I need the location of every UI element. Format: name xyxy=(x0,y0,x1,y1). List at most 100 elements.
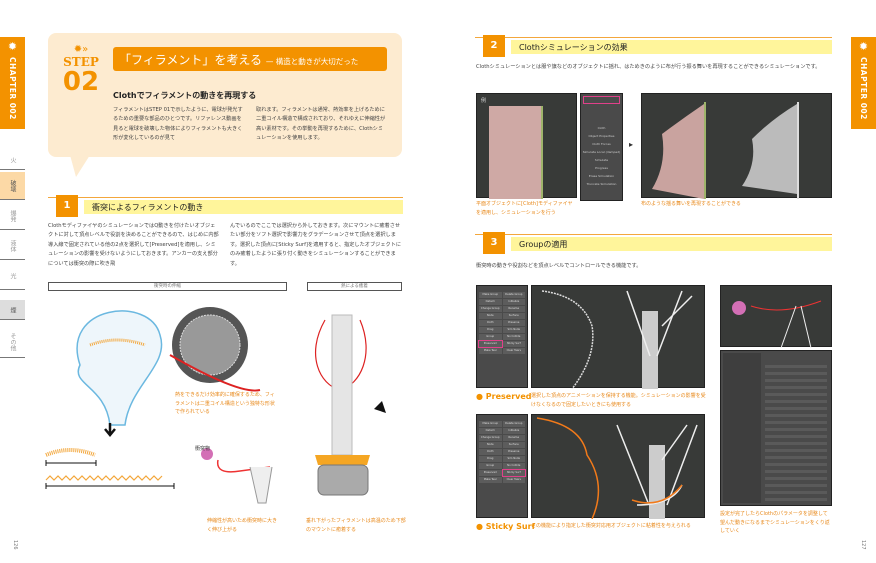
note-stick: 垂れ下がったフィラメントは高温のため下部のマウントに癒着する xyxy=(306,518,406,533)
caption-apply-cloth: 平面オブジェクトに[Cloth]モディファイヤを適用し、シミュレーションを行う xyxy=(476,201,573,216)
chapter-tab-right: ✹ CHAPTER 002 xyxy=(851,37,876,129)
caption-collision: 衝突時の伸縮 xyxy=(48,282,287,291)
group-button[interactable]: Node xyxy=(479,442,502,448)
side-tab-light[interactable]: 光 xyxy=(0,262,25,290)
group-button[interactable]: Cloth xyxy=(479,449,502,455)
side-tab-destruction[interactable]: 破壊 xyxy=(0,172,25,200)
side-tab-fire[interactable]: 火 xyxy=(0,150,25,170)
note-coil: 熱をできるだけ効率的に確保するため、フィラメントは二重コイル構造という独特な形状… xyxy=(175,392,275,415)
gear-icon: ✹ xyxy=(858,40,869,53)
sticky-surf-desc: この機能により指定した衝突対応用オブジェクトに粘着性を与えられる xyxy=(531,523,691,529)
group-button[interactable]: Surface xyxy=(502,442,525,448)
group-button[interactable]: Node xyxy=(479,313,502,319)
collider-label: 衝突物 xyxy=(195,446,211,452)
group-button[interactable]: Preserved xyxy=(478,340,503,348)
panel-item[interactable]: Cloth xyxy=(597,126,606,130)
viewport-preserved xyxy=(531,285,705,390)
filament-illustrations xyxy=(45,307,386,504)
note-stretch: 伸縮性が高いため衝突時に大きく伸び上がる xyxy=(207,518,278,533)
intro-col1: フィラメントはSTEP 01で示したように、電球が発光するための重要な部品のひと… xyxy=(113,107,243,142)
step-title: 「フィラメント」を考える — 構造と動きが大切だった xyxy=(113,47,387,71)
group-button[interactable]: Make Tear xyxy=(479,348,502,354)
group-button[interactable]: Clear Tears xyxy=(502,477,525,483)
group-button[interactable]: Sim Node xyxy=(502,456,525,462)
group-button[interactable]: Sim Node xyxy=(502,327,525,333)
group-button[interactable]: No Collide xyxy=(502,334,525,340)
group-button[interactable]: Clear Tears xyxy=(502,348,525,354)
group-button[interactable]: Initialize xyxy=(502,428,525,434)
group-button[interactable]: Drag xyxy=(479,456,502,462)
gear-icon: ✹ xyxy=(7,40,18,53)
bullet-icon: ● xyxy=(476,522,483,531)
section1-col2: んでいるのでここでは選択から外しておきます。次にマウントに癒着させたい部分をソフ… xyxy=(230,223,402,267)
group-button[interactable]: Rename xyxy=(502,435,525,441)
group-button[interactable]: Make Group xyxy=(479,421,502,427)
group-button[interactable]: Initialize xyxy=(502,299,525,305)
panel-item[interactable]: Progress xyxy=(595,166,608,170)
group-button[interactable]: Sticky Surf xyxy=(501,469,526,477)
group-button[interactable]: Detach xyxy=(479,299,502,305)
group-button[interactable]: Surface xyxy=(502,313,525,319)
param-caption: 設定が完了したらClothのパラメータを調整して望んだ動きになるまでシミュレーシ… xyxy=(720,511,830,534)
viewport-flat-plane: 例 xyxy=(476,93,577,199)
viewport-sticky xyxy=(531,414,705,520)
group-button[interactable]: Change Group xyxy=(479,435,502,441)
group-button[interactable]: Preserve xyxy=(502,449,525,455)
group-button[interactable]: Drag xyxy=(479,327,502,333)
sticky-surf-label: ● Sticky Surf xyxy=(476,522,536,531)
group-button[interactable]: Group xyxy=(479,334,502,340)
cloth-parameters-panel xyxy=(720,350,832,506)
group-button[interactable]: Delete Group xyxy=(502,292,525,298)
step-badge: ✹» STEP 02 xyxy=(60,44,102,95)
group-button[interactable]: Delete Group xyxy=(502,421,525,427)
group-button[interactable]: Change Group xyxy=(479,306,502,312)
group-button[interactable]: No Collide xyxy=(502,463,525,469)
panel-item[interactable]: Erase Simulation xyxy=(588,174,615,178)
viewport-cloth-result xyxy=(641,93,832,199)
panel-item[interactable]: Simulate Local (damped) xyxy=(582,150,621,154)
side-tab-explosion[interactable]: 爆発 xyxy=(0,202,25,230)
modifier-highlight xyxy=(583,96,620,104)
group-button[interactable]: Make Tear xyxy=(479,477,502,483)
down-arrow-icon xyxy=(104,423,116,437)
intro-col2: 取れます。フィラメントは通常、熱効率を上げるために二重コイル構造で構成されており… xyxy=(256,107,386,142)
group-button[interactable]: Make Group xyxy=(479,292,502,298)
group-button[interactable]: Rename xyxy=(502,306,525,312)
side-tab-smoke[interactable]: 煙 xyxy=(0,300,25,320)
bullet-icon: ● xyxy=(476,392,483,401)
panel-item[interactable]: Cloth Forces xyxy=(592,142,611,146)
bulb-outline xyxy=(76,310,163,426)
preserved-label: ● Preserved xyxy=(476,392,532,401)
section3-body: 衝突時の動きや役割などを頂点レベルでコントロールできる機能です。 xyxy=(476,263,642,269)
speech-tail xyxy=(70,155,90,177)
panel-item[interactable]: Simulate xyxy=(594,158,609,162)
side-tab-other[interactable]: その他 xyxy=(0,326,25,358)
group-button[interactable]: Preserve xyxy=(502,320,525,326)
pointer-arrow-icon xyxy=(370,395,386,413)
group-button[interactable]: Group xyxy=(479,463,502,469)
caption-cloth-result: 布のような揺る舞いを再現することができる xyxy=(641,201,741,207)
group-button[interactable]: Cloth xyxy=(479,320,502,326)
chapter-tab-left: ✹ CHAPTER 002 xyxy=(0,37,25,129)
section1-col1: ClothモディファイヤのシミュレーションではQ動きを付けたいオブジェクトに対し… xyxy=(48,223,219,267)
collider-sphere xyxy=(201,448,213,460)
page-number-left: 126 xyxy=(12,540,18,550)
gear-arrows-icon: ✹» xyxy=(73,44,89,55)
arrow-right-icon: ▸ xyxy=(629,140,634,149)
section2-body: Clothシミュレーションとは服や旗などのオブジェクトに揺れ、はためきのように布… xyxy=(476,64,821,70)
caption-heat: 熱による癒着 xyxy=(307,282,402,291)
panel-item[interactable]: Object Properties xyxy=(588,134,615,138)
filament-coil xyxy=(89,338,146,347)
group-button[interactable]: Detach xyxy=(479,428,502,434)
page-number-right: 127 xyxy=(860,540,866,550)
group-button[interactable]: Sticky Surf xyxy=(502,341,525,347)
group-button[interactable]: Preserved xyxy=(479,470,502,476)
side-tab-liquid[interactable]: 液体 xyxy=(0,232,25,260)
panel-item[interactable]: Truncate Simulation xyxy=(586,182,617,186)
viewport-collider xyxy=(720,285,832,349)
